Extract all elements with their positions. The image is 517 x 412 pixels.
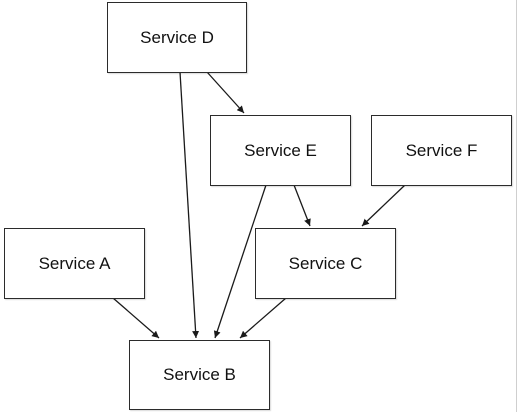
- node-service-e[interactable]: Service E: [210, 115, 351, 186]
- node-label: Service C: [288, 253, 363, 273]
- node-service-b[interactable]: Service B: [129, 340, 270, 410]
- node-service-f[interactable]: Service F: [371, 115, 512, 186]
- edge-f-to-c: [361, 184, 406, 227]
- node-service-c[interactable]: Service C: [255, 228, 396, 299]
- node-label: Service A: [38, 253, 111, 273]
- node-service-a[interactable]: Service A: [4, 228, 145, 299]
- edge-e-to-c: [293, 184, 311, 227]
- edge-d-to-b: [179, 71, 200, 339]
- node-label: Service F: [405, 140, 478, 160]
- node-label: Service E: [244, 140, 317, 160]
- node-label: Service B: [163, 365, 236, 384]
- node-label: Service D: [140, 27, 214, 47]
- edge-c-to-b: [239, 297, 287, 339]
- edge-a-to-b: [112, 297, 160, 339]
- edge-e-to-b: [213, 184, 267, 339]
- node-service-d[interactable]: Service D: [107, 2, 247, 73]
- edge-d-to-e: [206, 71, 245, 114]
